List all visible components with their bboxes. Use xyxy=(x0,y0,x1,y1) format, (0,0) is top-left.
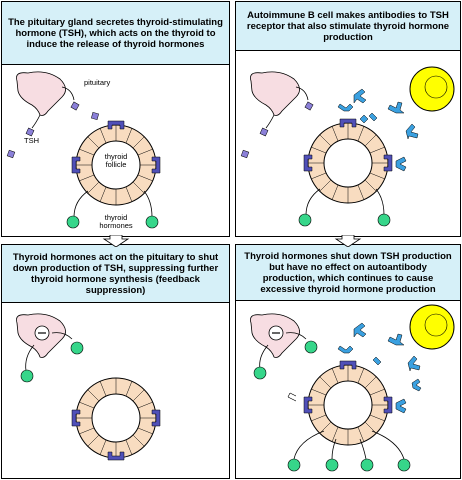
hormone-arrow xyxy=(375,188,385,216)
thyroid-hormone xyxy=(66,215,80,229)
thyroid-hormone xyxy=(298,213,312,227)
b-cell xyxy=(409,304,455,350)
thyroid-follicle xyxy=(307,364,389,446)
thyroid-hormone xyxy=(325,458,339,472)
caption-normal-tsh: The pituitary gland secretes thyroid-sti… xyxy=(2,2,229,65)
suppression-icon xyxy=(268,325,284,341)
diagram-autoimmune xyxy=(240,66,455,227)
caption-feedback: Thyroid hormones act on the pituitary to… xyxy=(2,245,229,303)
tsh-receptor xyxy=(303,360,393,414)
thyroid-follicle xyxy=(75,124,157,206)
tsh-arrow xyxy=(295,86,309,101)
caption-autoimmune: Autoimmune B cell makes antibodies to TS… xyxy=(236,2,460,51)
thyroid-follicle xyxy=(75,377,157,459)
hormone-arrow xyxy=(305,188,321,216)
thyroid-hormone xyxy=(377,213,391,227)
tsh-molecule xyxy=(259,127,269,137)
pituitary-label: pituitary xyxy=(84,78,111,87)
tsh-arrow xyxy=(31,114,41,129)
bound-antibody xyxy=(337,103,407,172)
hormone-feedback-arrow xyxy=(259,344,269,370)
tsh-molecule xyxy=(6,149,16,159)
panel-autoimmune: Autoimmune B cell makes antibodies to TS… xyxy=(235,1,461,237)
hormone-arrow xyxy=(293,430,325,460)
hormone-feedback-arrow xyxy=(25,344,35,372)
tsh-molecule xyxy=(91,112,99,120)
thyroid-hormone xyxy=(397,458,411,472)
hormone-feedback-arrow xyxy=(285,332,307,340)
panel-graves: Thyroid hormones shut down TSH productio… xyxy=(235,244,461,479)
follicle-label: thyroid follicle xyxy=(104,152,128,169)
tsh-molecule xyxy=(304,101,314,111)
thyroid-hormone xyxy=(20,369,34,383)
thyroid-hormone xyxy=(70,341,84,355)
antibody xyxy=(353,88,419,140)
hormone-arrow xyxy=(73,190,89,218)
thyroid-hormone xyxy=(145,215,159,229)
thyroid-hormone xyxy=(360,458,374,472)
pituitary-gland xyxy=(16,71,66,116)
suppression-icon xyxy=(34,325,50,341)
tsh-arrow xyxy=(265,114,275,129)
tsh-receptor xyxy=(71,120,161,174)
tsh-molecule xyxy=(70,101,80,111)
tsh-arrow xyxy=(61,86,75,101)
tsh-label: TSH xyxy=(24,136,39,145)
tsh-receptor xyxy=(303,118,393,172)
thyroid-hormone xyxy=(253,366,267,380)
hormone-arrow xyxy=(359,438,367,460)
thyroid-hormone xyxy=(287,458,301,472)
diagram-graves xyxy=(250,304,455,472)
hormones-label: thyroid hormones xyxy=(99,213,133,230)
pituitary-gland xyxy=(250,71,300,116)
tsh-molecule xyxy=(240,149,250,159)
panel-normal-tsh: The pituitary gland secretes thyroid-sti… xyxy=(1,1,230,237)
tsh-receptor xyxy=(71,409,161,461)
diagram-feedback xyxy=(16,313,161,461)
diagram-normal-tsh xyxy=(6,71,161,229)
hormone-feedback-arrow xyxy=(51,332,73,340)
thyroid-follicle xyxy=(307,122,389,204)
b-cell xyxy=(409,66,455,112)
hormone-arrow xyxy=(331,438,337,460)
antibody xyxy=(353,322,422,392)
tsh-molecule xyxy=(25,127,35,137)
panel-connector-arrow xyxy=(334,235,362,247)
thyroid-hormone xyxy=(304,340,318,354)
bound-antibody xyxy=(287,345,407,414)
caption-graves: Thyroid hormones shut down TSH productio… xyxy=(236,245,460,301)
panel-connector-arrow xyxy=(102,235,130,247)
panel-feedback: Thyroid hormones act on the pituitary to… xyxy=(1,244,230,479)
hormone-arrow xyxy=(143,190,153,218)
hormone-arrow xyxy=(371,430,405,460)
